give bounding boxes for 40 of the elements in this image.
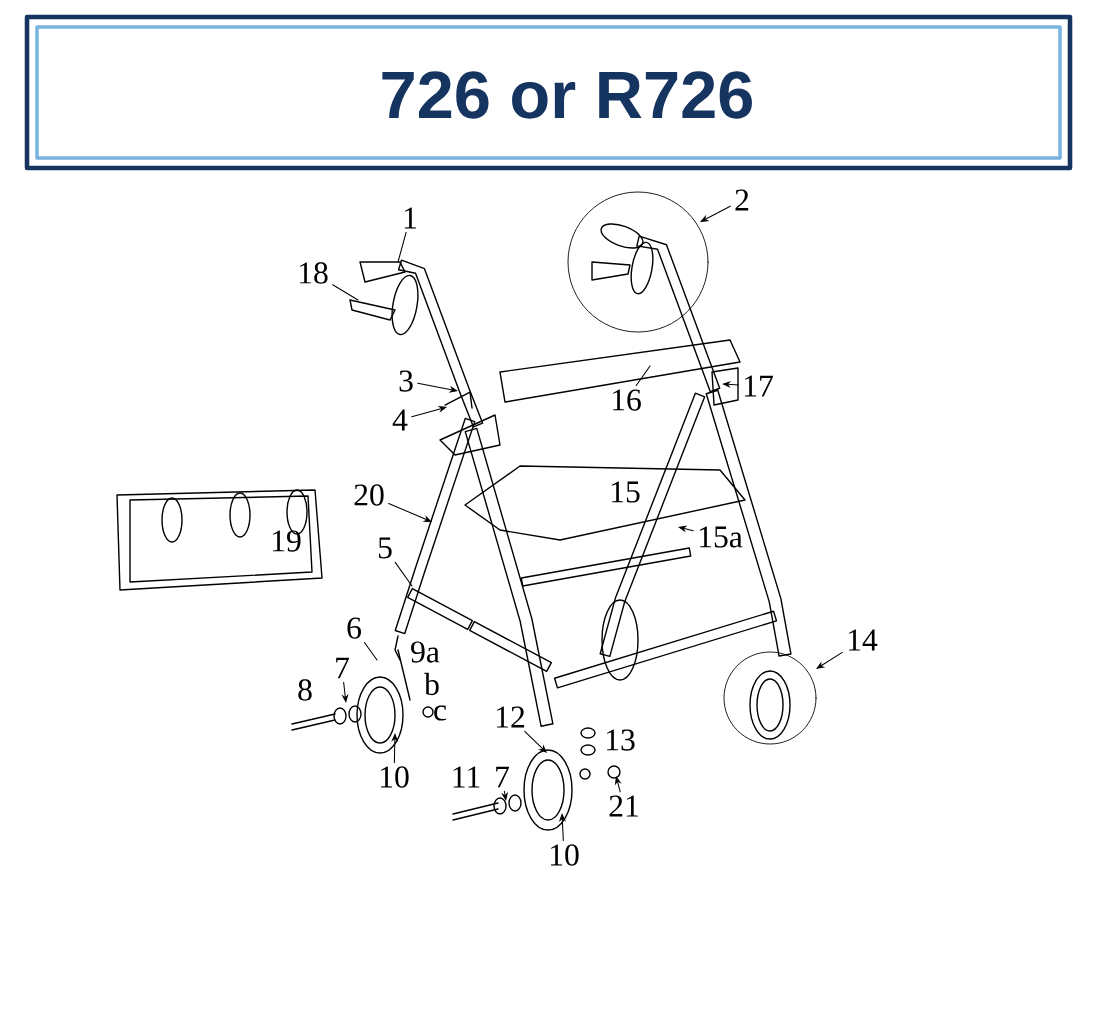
callout-number: 15 — [612, 481, 640, 503]
callout-number: 9a — [411, 641, 440, 663]
callout-number: 7 — [336, 657, 349, 679]
callout-number: 3 — [399, 370, 413, 392]
leader-line — [332, 284, 359, 301]
callout-number: 19 — [272, 530, 301, 552]
callout-number: 10 — [380, 766, 409, 788]
title: 726 or R726 — [382, 71, 752, 119]
callout-number: 15a — [699, 526, 743, 548]
callout-number: c — [434, 705, 447, 721]
leader-line — [635, 365, 651, 387]
leader-line — [678, 525, 694, 533]
callout-number: 1 — [404, 207, 416, 229]
callout-number: 5 — [378, 537, 392, 559]
callout-number: 18 — [299, 262, 328, 284]
callout-number: 6 — [347, 617, 361, 639]
callout-number: 4 — [392, 409, 408, 431]
callout-number: 13 — [607, 729, 635, 751]
leader-line — [394, 561, 413, 587]
leader-line — [417, 382, 458, 393]
leader-line — [397, 231, 407, 263]
leader-line — [816, 651, 843, 669]
callout-number: 21 — [609, 795, 638, 817]
leader-line — [558, 813, 566, 841]
leader-line — [411, 405, 447, 418]
callout-number: 10 — [551, 844, 579, 866]
callout-number: 2 — [735, 189, 749, 211]
callout-number: 17 — [745, 375, 773, 397]
leader-line — [363, 642, 378, 661]
callout-number: 7 — [496, 766, 509, 788]
callout-number: 8 — [298, 679, 312, 701]
callout-number: 14 — [849, 629, 878, 651]
callout-number: 12 — [497, 706, 525, 728]
leader-line — [524, 730, 547, 753]
callout-number: 11 — [453, 766, 480, 788]
leader-line — [700, 205, 731, 222]
callout-number: b — [424, 672, 439, 696]
callout-number: 16 — [613, 389, 641, 411]
leader-line — [388, 502, 432, 522]
callout-number: 20 — [354, 484, 384, 506]
